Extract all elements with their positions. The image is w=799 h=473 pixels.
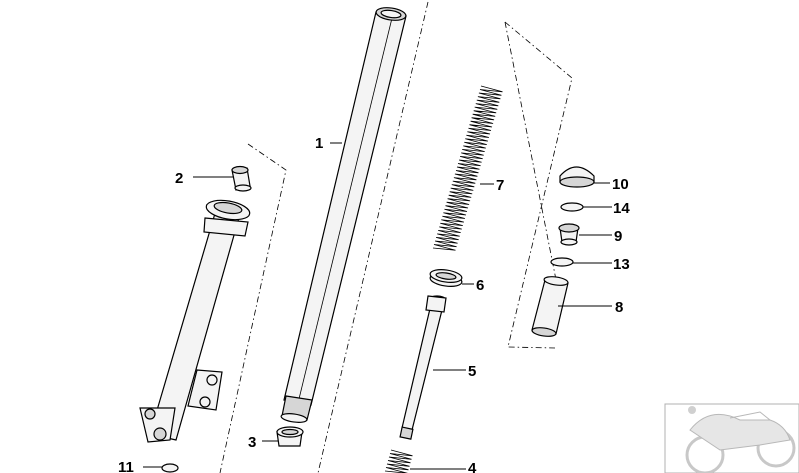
callout-10: 10	[612, 176, 629, 193]
part-1-fork-tube	[280, 7, 407, 423]
part-4-spring	[384, 449, 413, 473]
callout-8: 8	[615, 299, 623, 316]
callout-11: 11	[118, 459, 134, 473]
callout-14: 14	[613, 200, 630, 217]
callout-2: 2	[175, 170, 183, 187]
callout-7: 7	[496, 177, 504, 194]
callout-6: 6	[476, 277, 484, 294]
motorcycle-thumbnail-icon	[664, 403, 799, 473]
part-8-sleeve	[531, 276, 569, 337]
callout-1: 1	[315, 135, 323, 152]
part-11-drain-seal	[161, 463, 179, 473]
callout-3: 3	[248, 434, 256, 451]
callout-13: 13	[613, 256, 630, 273]
callout-labels: 1 2 3 4 5 6 7 8 9 10 11 13 14	[118, 135, 630, 473]
callout-9: 9	[614, 228, 622, 245]
assembly-frame-lines	[219, 1, 573, 473]
part-2-bump-stop	[231, 165, 252, 192]
fork-slider-lower	[139, 199, 251, 443]
callout-5: 5	[468, 363, 476, 380]
part-14-circlip	[560, 202, 584, 212]
callout-4: 4	[468, 460, 477, 473]
part-13-circlip	[550, 257, 574, 267]
part-6-collar-ring	[429, 269, 463, 287]
part-10-cap	[559, 166, 595, 188]
part-9-bushing	[558, 223, 580, 246]
part-3-ring	[276, 426, 304, 447]
part-7-spring	[432, 85, 503, 251]
leader-lines	[143, 142, 612, 470]
part-5-damper-rod	[399, 295, 447, 440]
